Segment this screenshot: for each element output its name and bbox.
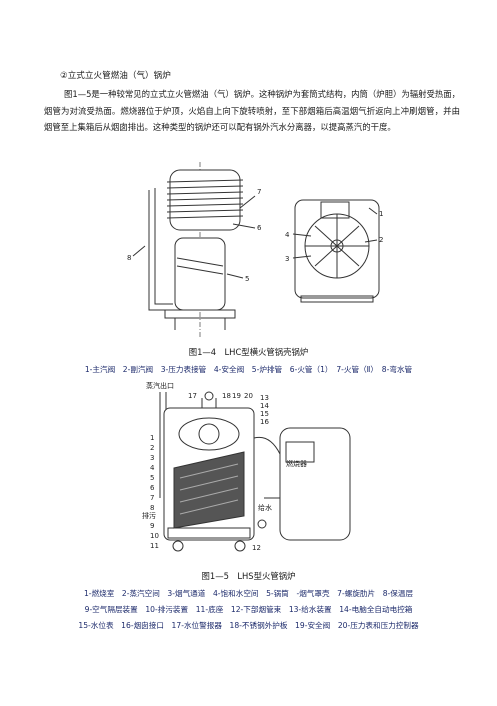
svg-text:6: 6 (150, 484, 155, 492)
svg-text:1: 1 (150, 434, 154, 442)
callout-6: 6 (257, 224, 262, 232)
figure-1-5-legend-line-2: 9-空气隔层装置 10-排污装置 11-底座 12-下部烟管束 13-给水装置 … (84, 605, 413, 614)
figure-1-5-callouts: 1 2 3 4 5 6 7 8 9 10 11 12 13 14 15 16 1… (150, 392, 269, 552)
figure-1-4-diagram: 7 6 5 8 1 2 4 3 (127, 162, 383, 338)
drain-label: 排污 (142, 511, 156, 520)
figure-1-5-legend-line-1: 1-燃烧室 2-蒸汽空间 3-烟气通道 4-饱和水空间 5-锅筒 -烟气罩壳 7… (83, 589, 414, 598)
feedwater-label: 给水 (258, 503, 272, 512)
svg-text:5: 5 (150, 474, 154, 482)
callout-7: 7 (257, 188, 261, 196)
svg-text:4: 4 (150, 464, 155, 472)
figure-1-5-diagram: 蒸汽出口 燃烧器 给水 排污 1 2 3 (142, 381, 351, 552)
callout-3: 3 (285, 255, 289, 263)
svg-text:15: 15 (260, 410, 269, 418)
body-paragraph: 图1—5是一种较常见的立式立火管燃油（气）锅炉。这种锅炉为套筒式结构，内筒（炉胆… (44, 89, 460, 133)
callout-5: 5 (245, 275, 249, 283)
svg-text:19: 19 (232, 392, 241, 400)
svg-text:10: 10 (150, 532, 159, 540)
section-heading: ②立式立火管燃油（气）锅炉 (60, 71, 171, 81)
svg-text:13: 13 (260, 394, 269, 402)
figure-1-4-legend: 1-主汽阀 2-副汽阀 3-压力表接管 4-安全阀 5-炉排管 6-火管（1） … (84, 365, 413, 374)
svg-text:12: 12 (252, 544, 261, 552)
callout-4: 4 (285, 231, 290, 239)
svg-text:7: 7 (150, 494, 154, 502)
svg-text:8: 8 (150, 504, 154, 512)
figure-1-5-legend-line-3: 15-水位表 16-烟囱接口 17-水位警报器 18-不锈钢外护板 19-安全阀… (78, 621, 419, 630)
svg-text:2: 2 (150, 444, 154, 452)
svg-text:14: 14 (260, 402, 269, 410)
burner-label: 燃烧器 (286, 459, 307, 468)
figure-1-4-caption: 图1—4 LHC型横火管锅壳锅炉 (188, 347, 309, 357)
steam-outlet-label: 蒸汽出口 (146, 381, 174, 390)
spiral-fire-tubes (166, 179, 244, 219)
svg-text:3: 3 (150, 454, 154, 462)
callout-2: 2 (379, 236, 383, 244)
svg-text:9: 9 (150, 522, 154, 530)
figure-1-5-caption: 图1—5 LHS型火管锅炉 (201, 571, 296, 581)
svg-text:20: 20 (244, 392, 253, 400)
svg-text:16: 16 (260, 418, 269, 426)
tube-bundle (173, 451, 245, 529)
svg-text:11: 11 (150, 542, 159, 550)
svg-text:18: 18 (222, 392, 231, 400)
callout-8: 8 (127, 254, 131, 262)
svg-text:17: 17 (188, 392, 197, 400)
callout-1: 1 (379, 210, 383, 218)
